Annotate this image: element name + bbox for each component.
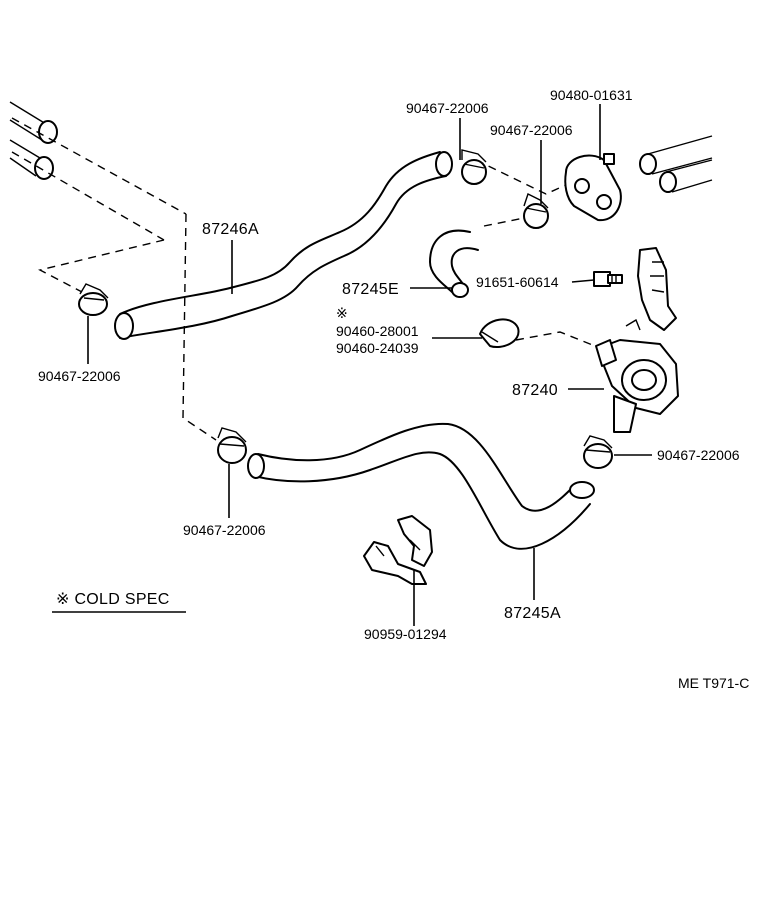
hose-clamp-lower-left [217,427,247,464]
label-hose-87246a: 87246A [202,221,259,238]
bolt [593,271,623,287]
label-clamp-valve: 90467-22006 [657,447,740,463]
hose-87245e [429,229,479,298]
bracket [363,515,433,585]
label-clamp-left: 90467-22006 [38,368,121,384]
cold-spec-note: ※ COLD SPEC [56,591,170,608]
label-bolt: 91651-60614 [476,274,559,290]
hose-clamp-left [78,283,109,316]
grommet [564,153,622,222]
hose-clamp-top-right [523,193,549,229]
drawing-code: ME T971-C [678,675,749,691]
band-clamp [479,318,520,348]
label-clamp-top-left: 90467-22006 [406,100,489,116]
label-cold-spec-mark: ※ [336,305,348,321]
leader-lines [87,104,652,626]
hose-clamp-valve [583,435,613,469]
label-hose-87245a: 87245A [504,605,561,622]
label-band-clamp-a: 90460-28001 [336,323,419,339]
label-water-valve: 87240 [512,382,558,399]
label-bracket: 90959-01294 [364,626,447,642]
hose-87246a [114,151,453,340]
label-band-clamp-b: 90460-24039 [336,340,419,356]
heater-pipes-left [9,101,187,241]
label-grommet: 90480-01631 [550,87,633,103]
label-hose-87245e: 87245E [342,281,399,298]
label-clamp-lower-left: 90467-22006 [183,522,266,538]
hose-87245a [247,422,595,550]
hose-clamp-top [461,149,487,185]
heater-pipes-right [639,135,713,193]
guide-lines [38,159,601,441]
water-valve [595,247,679,433]
label-clamp-top-right: 90467-22006 [490,122,573,138]
